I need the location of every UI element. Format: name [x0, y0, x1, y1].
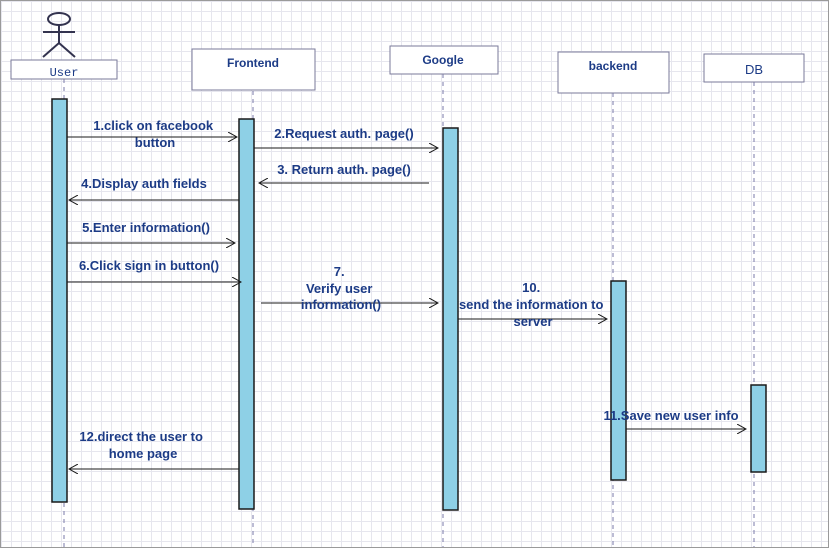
message-7-label: 7. Verify user information() [301, 264, 381, 312]
frontend-activation-bar [238, 118, 255, 510]
message-1-label: 1.click on facebook button [93, 118, 217, 150]
db-participant-box [703, 53, 805, 83]
google-participant-label: Google [422, 53, 464, 67]
user-participant-label: User [50, 66, 79, 80]
db-activation-bar [750, 384, 767, 473]
message-11-label: 11.Save new user info [603, 408, 738, 423]
message-6-label: 6.Click sign in button() [79, 258, 219, 273]
backend-participant-label: backend [589, 59, 638, 73]
message-3-label: 3. Return auth. page() [277, 162, 411, 177]
user-actor-icon [42, 12, 76, 58]
backend-participant-box [557, 51, 670, 94]
message-2-label: 2.Request auth. page() [274, 126, 413, 141]
google-activation-bar [442, 127, 459, 511]
frontend-participant-box [191, 48, 316, 91]
backend-activation-bar [610, 280, 627, 481]
message-10-label: 10. send the information to server [459, 280, 607, 329]
message-12-label: 12.direct the user to home page [79, 429, 206, 461]
user-activation-bar [51, 98, 68, 503]
message-4-label: 4.Display auth fields [81, 176, 207, 191]
db-participant-label: DB [745, 62, 763, 77]
message-5-label: 5.Enter information() [82, 220, 210, 235]
user-participant-box [10, 59, 118, 80]
frontend-participant-label: Frontend [227, 56, 279, 70]
google-participant-box [389, 45, 499, 75]
